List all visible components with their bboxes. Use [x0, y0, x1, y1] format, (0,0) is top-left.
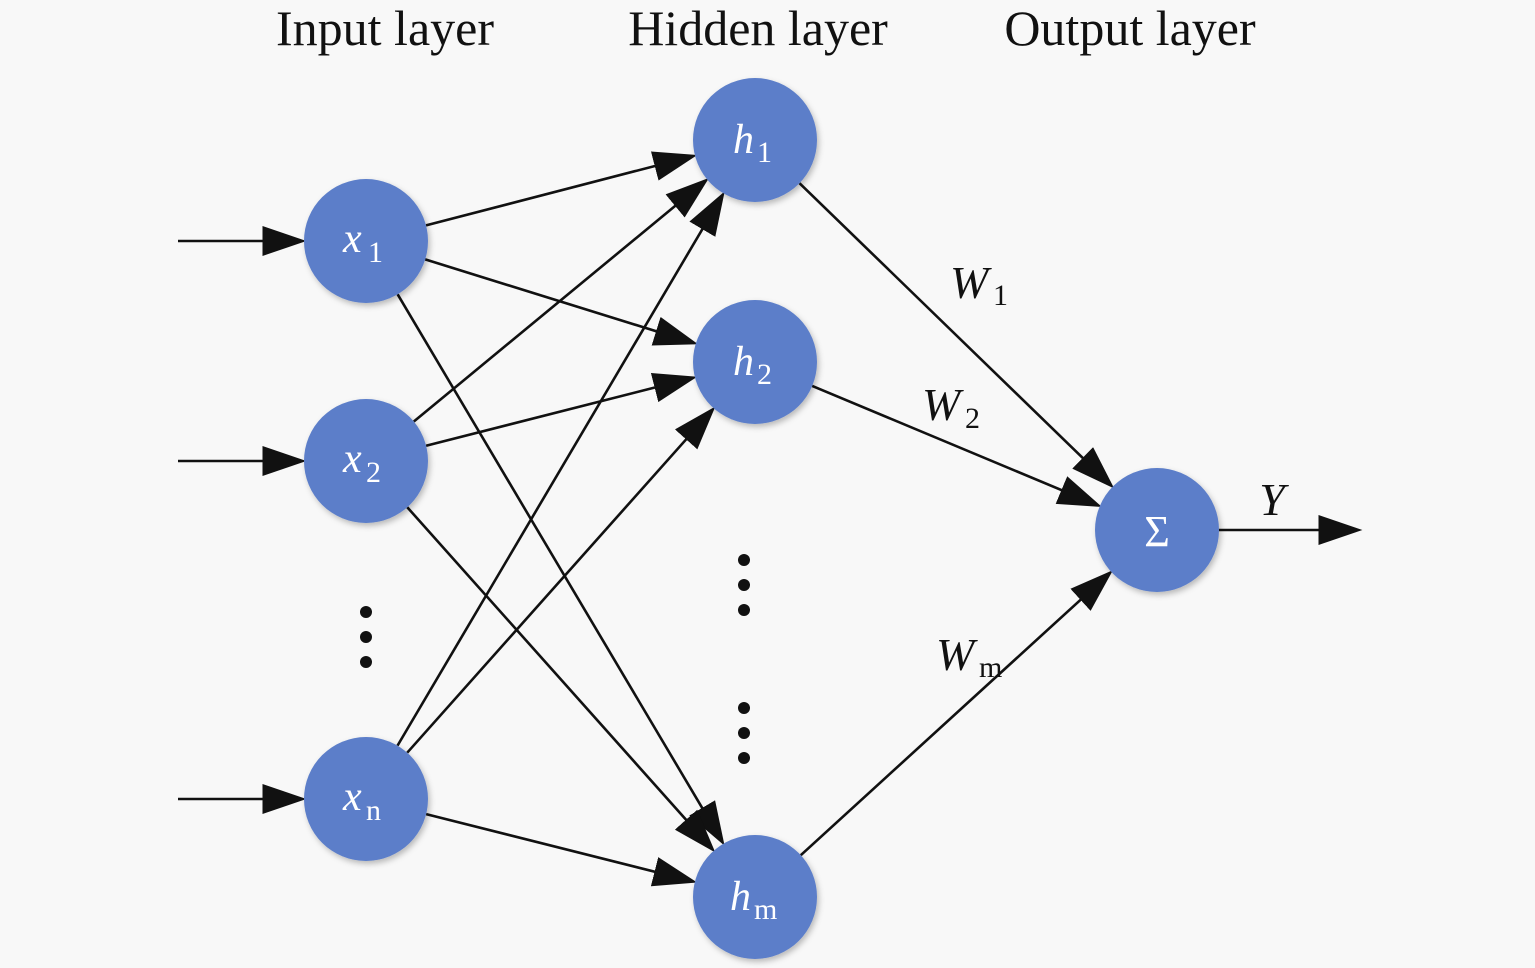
output-label-y: Y [1259, 474, 1289, 525]
node-circle [693, 835, 817, 959]
edge-x2-hm [406, 506, 716, 853]
node-symbol: h [733, 339, 754, 385]
output-node-sum: Σ [1095, 468, 1219, 592]
edge-xn-h1 [396, 191, 725, 747]
hidden-ellipsis-upper [738, 554, 750, 616]
edge-x1-hm [396, 293, 725, 846]
node-subscript: n [366, 794, 381, 827]
weight-subscript: 2 [965, 402, 980, 435]
ellipsis-dot [738, 702, 750, 714]
weight-label-w2: W 2 [922, 379, 980, 435]
sigma-symbol: Σ [1144, 507, 1170, 556]
node-symbol: h [730, 874, 751, 920]
weight-label-w1: W 1 [950, 257, 1008, 312]
node-symbol: h [733, 117, 754, 163]
node-subscript: 1 [757, 136, 772, 169]
node-circle [1095, 468, 1219, 592]
weight-subscript: m [979, 651, 1002, 684]
weight-subscript: 1 [993, 279, 1008, 312]
node-subscript: 2 [366, 456, 381, 489]
hidden-node-hm: h m [693, 835, 817, 959]
input-node-x1: x 1 [304, 179, 428, 303]
weight-symbol: W [922, 379, 964, 430]
node-subscript: 1 [368, 236, 383, 269]
input-layer-title: Input layer [276, 0, 494, 56]
ellipsis-dot [738, 727, 750, 739]
node-symbol: x [342, 774, 362, 820]
edge-xn-h2 [406, 406, 716, 754]
input-node-xn: x n [304, 737, 428, 861]
node-circle [304, 399, 428, 523]
edge-xn-hm [425, 812, 698, 887]
hidden-layer-title: Hidden layer [628, 0, 888, 56]
weight-symbol: W [936, 629, 978, 680]
node-subscript: 2 [757, 358, 772, 391]
weight-label-wm: W m [936, 629, 1002, 684]
ellipsis-dot [360, 631, 372, 643]
edge-h1-sum [798, 182, 1115, 489]
hidden-ellipsis-lower [738, 702, 750, 764]
node-circle [304, 737, 428, 861]
edge-x2-h2 [425, 373, 698, 447]
ellipsis-dot [360, 656, 372, 668]
edge-x2-h1 [412, 177, 710, 423]
hidden-node-h1: h 1 [693, 78, 817, 202]
ellipsis-dot [360, 606, 372, 618]
node-circle [304, 179, 428, 303]
input-node-x2: x 2 [304, 399, 428, 523]
ellipsis-dot [738, 554, 750, 566]
weight-symbol: W [950, 257, 992, 308]
edges [178, 151, 1363, 887]
node-circle [693, 78, 817, 202]
node-symbol: x [342, 216, 362, 262]
node-subscript: m [754, 893, 777, 926]
ellipsis-dot [738, 752, 750, 764]
edge-hm-sum [799, 570, 1113, 857]
edge-h2-sum [811, 384, 1103, 508]
node-symbol: x [342, 436, 362, 482]
ellipsis-dot [738, 579, 750, 591]
node-circle [693, 300, 817, 424]
ellipsis-dot [738, 604, 750, 616]
hidden-node-h2: h 2 [693, 300, 817, 424]
output-layer-title: Output layer [1004, 0, 1256, 56]
input-ellipsis [360, 606, 372, 668]
edge-x1-h1 [425, 151, 698, 227]
